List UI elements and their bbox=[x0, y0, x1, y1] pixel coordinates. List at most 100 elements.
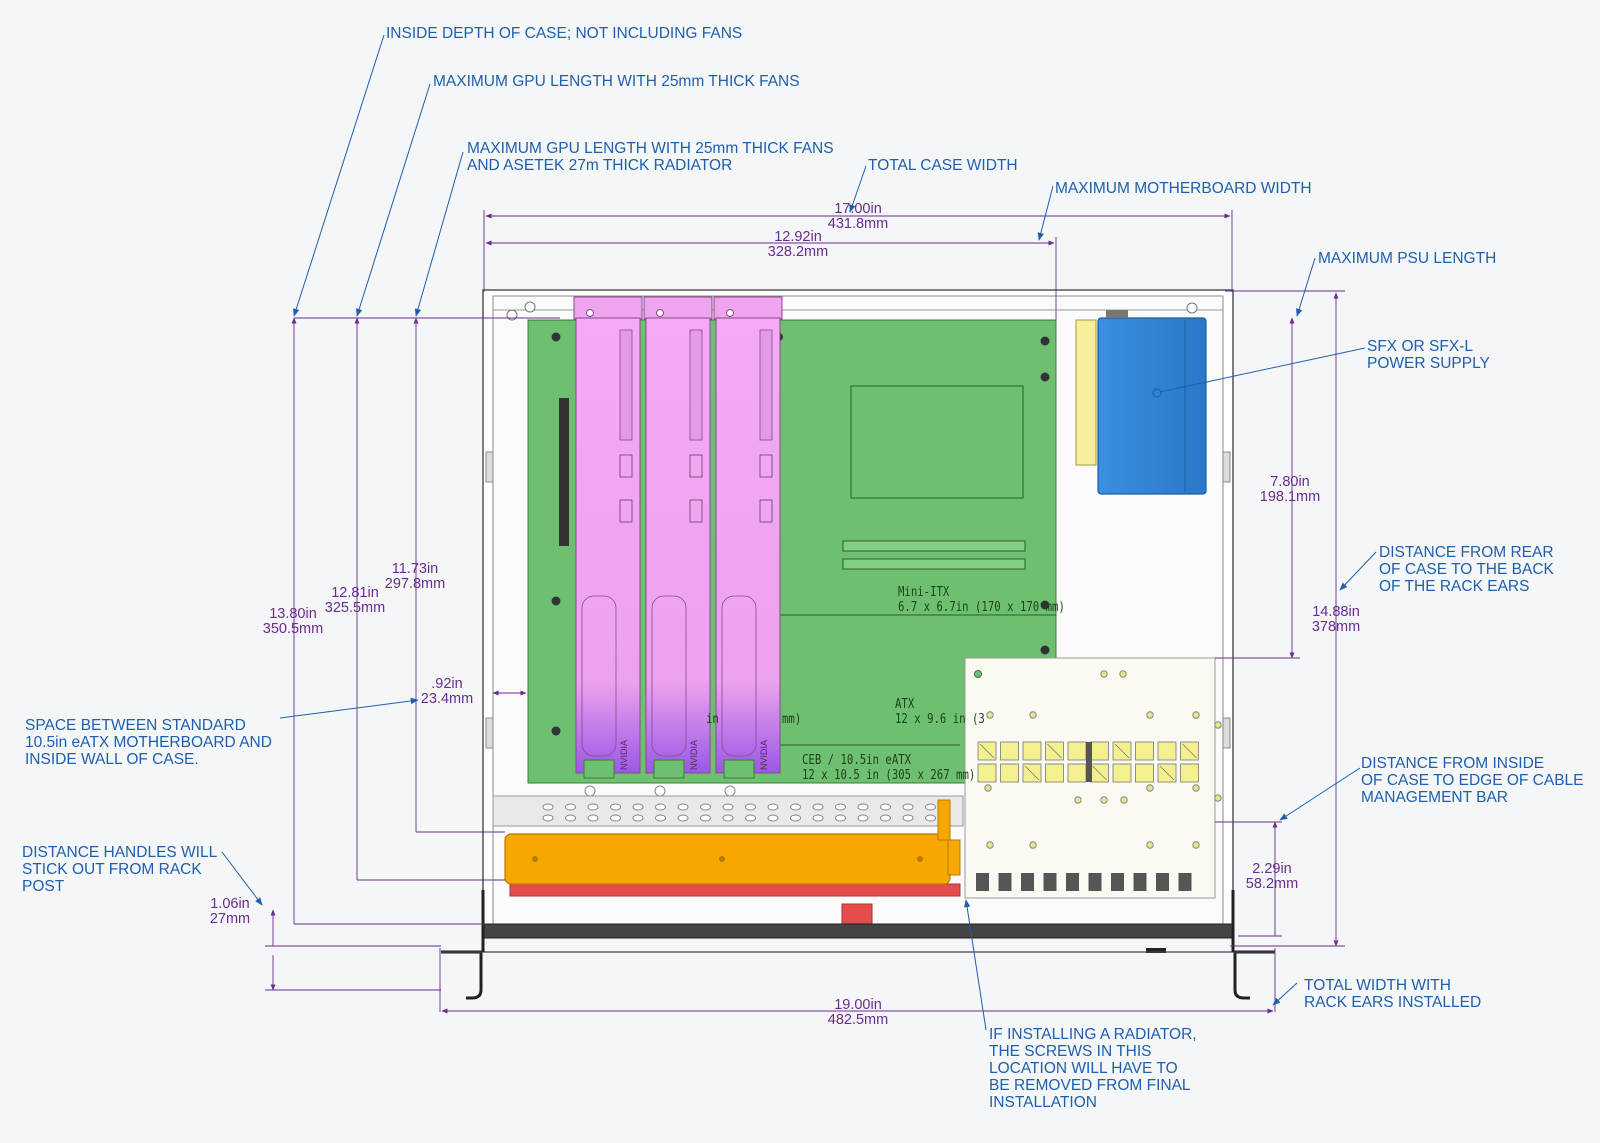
dim-cable-bar-in: 2.29in bbox=[1252, 861, 1292, 877]
panel-hole bbox=[1074, 796, 1082, 804]
note-rear-line1: DISTANCE FROM REAR bbox=[1379, 544, 1554, 561]
panel-slot bbox=[1135, 741, 1154, 761]
rail-hole bbox=[812, 803, 824, 811]
panel-hole bbox=[1119, 670, 1127, 678]
note-space-line3: INSIDE WALL OF CASE. bbox=[25, 751, 199, 768]
cable-tie-slot bbox=[998, 873, 1012, 891]
note-radiator-line2: THE SCREWS IN THIS bbox=[989, 1043, 1152, 1060]
panel-hole bbox=[1120, 796, 1128, 804]
note-cable-line1: DISTANCE FROM INSIDE bbox=[1361, 755, 1545, 772]
panel-slot-mark bbox=[1159, 765, 1175, 781]
gpu-connector bbox=[689, 454, 703, 478]
cable-tie-slot bbox=[1133, 873, 1147, 891]
dim-mb-width: 12.92in 328.2mm bbox=[758, 230, 838, 260]
panel-slot-mark bbox=[1047, 743, 1062, 759]
panel-hole bbox=[1192, 841, 1200, 849]
panel-hole bbox=[1100, 670, 1108, 678]
dim-handles: 1.06in 27mm bbox=[190, 897, 270, 927]
rail-hole bbox=[587, 814, 599, 822]
dim-gpu-radiator: 11.73in 297.8mm bbox=[375, 562, 455, 592]
panel-slot bbox=[1045, 763, 1064, 783]
rail-hole bbox=[745, 803, 756, 811]
panel-slot bbox=[1022, 741, 1042, 761]
panel-slot bbox=[1067, 741, 1087, 761]
dim-psu-length: 7.80in 198.1mm bbox=[1245, 475, 1335, 505]
panel-hole bbox=[1192, 784, 1200, 792]
dim-cable-bar-mm: 58.2mm bbox=[1245, 876, 1299, 892]
rail-hole bbox=[632, 803, 644, 811]
rail-hole bbox=[565, 803, 576, 811]
dim-case-width: 17.00in 431.8mm bbox=[818, 202, 898, 232]
mb-label-miniitx-size: 6.7 x 6.7in (170 x 170 mm) bbox=[898, 600, 1065, 615]
gpu-shroud bbox=[575, 317, 641, 774]
mb-label-ceb-size: 12 x 10.5 in (305 x 267 mm) bbox=[802, 768, 976, 783]
gpu-pcb-edge bbox=[583, 759, 615, 779]
rail-hole bbox=[835, 803, 846, 811]
note-cable-line2: OF CASE TO EDGE OF CABLE bbox=[1361, 772, 1584, 789]
panel-hole bbox=[1100, 796, 1108, 804]
rail-hole bbox=[790, 803, 801, 811]
note-total-case-width: TOTAL CASE WIDTH bbox=[868, 157, 1018, 174]
panel-slot-mark bbox=[1024, 765, 1040, 781]
cable-tie-slot bbox=[1156, 873, 1169, 891]
dim-mb-width-in: 12.92in bbox=[774, 229, 822, 245]
dim-rack-width-mm: 482.5mm bbox=[827, 1012, 889, 1028]
mb-label-atx-size: 12 x 9.6 in (3 bbox=[895, 712, 985, 727]
dim-rack-width-in: 19.00in bbox=[834, 997, 882, 1013]
rail-hole bbox=[880, 803, 891, 811]
note-space-line1: SPACE BETWEEN STANDARD bbox=[25, 717, 246, 734]
cable-tie-slot bbox=[1111, 873, 1124, 891]
gpu-fan-outline bbox=[721, 595, 757, 757]
rail-hole bbox=[610, 803, 621, 811]
dim-rear-to-ears-in: 14.88in bbox=[1312, 604, 1360, 620]
rail-hole bbox=[655, 814, 666, 822]
dim-handles-in: 1.06in bbox=[210, 896, 250, 912]
rail-hole bbox=[767, 803, 779, 811]
panel-hole bbox=[1146, 784, 1154, 792]
rail-hole bbox=[655, 803, 666, 811]
front-rail bbox=[492, 795, 964, 827]
leader-lines bbox=[221, 34, 1377, 1031]
note-sfx-line1: SFX OR SFX-L bbox=[1367, 338, 1473, 355]
gpu-brand-text: NVIDIA bbox=[619, 740, 629, 770]
dim-gpu-fans-in: 12.81in bbox=[331, 585, 379, 601]
note-max-motherboard-width: MAXIMUM MOTHERBOARD WIDTH bbox=[1055, 180, 1312, 197]
rail-hole bbox=[767, 814, 779, 822]
gpu-pcb-edge bbox=[653, 759, 685, 779]
dim-mb-gap-in: .92in bbox=[431, 676, 463, 692]
note-gpu-radiator-line1: MAXIMUM GPU LENGTH WITH 25mm THICK FANS bbox=[467, 140, 834, 157]
rail-hole bbox=[677, 814, 689, 822]
gpu-retention-screw bbox=[654, 785, 666, 797]
dimension-lines bbox=[265, 210, 1345, 1014]
rail-hole bbox=[587, 803, 599, 811]
mb-label-ceb: CEB / 10.5in eATX bbox=[802, 753, 912, 768]
rail-hole bbox=[632, 814, 644, 822]
dim-case-width-mm: 431.8mm bbox=[827, 216, 889, 232]
rail-hole bbox=[857, 814, 869, 822]
gpu-io-block bbox=[689, 329, 703, 441]
gpu-fan-outline bbox=[581, 595, 617, 757]
dim-psu-length-in: 7.80in bbox=[1270, 474, 1310, 490]
note-radiator-line4: BE REMOVED FROM FINAL bbox=[989, 1077, 1191, 1094]
cable-panel bbox=[964, 657, 1222, 899]
panel-slot bbox=[1157, 741, 1177, 761]
panel-slot-mark bbox=[1092, 765, 1107, 781]
dim-inside-depth-mm: 350.5mm bbox=[262, 621, 324, 637]
rail-hole bbox=[565, 814, 576, 822]
gpu-screw bbox=[656, 309, 664, 317]
gpu-screw bbox=[586, 309, 594, 317]
front-panel bbox=[441, 890, 1275, 1000]
dim-inside-depth-in: 13.80in bbox=[269, 606, 317, 622]
note-total-rack-line1: TOTAL WIDTH WITH bbox=[1304, 977, 1451, 994]
mb-label-atx: ATX bbox=[895, 697, 915, 712]
rail-hole bbox=[857, 803, 869, 811]
gpu-card: NVIDIA bbox=[713, 296, 783, 797]
rail-hole bbox=[542, 803, 554, 811]
gpu-connector bbox=[689, 499, 703, 523]
gpu-connector bbox=[759, 454, 773, 478]
rail-hole bbox=[722, 814, 734, 822]
dim-inside-depth: 13.80in 350.5mm bbox=[253, 607, 333, 637]
gpu-pcb-edge bbox=[723, 759, 755, 779]
